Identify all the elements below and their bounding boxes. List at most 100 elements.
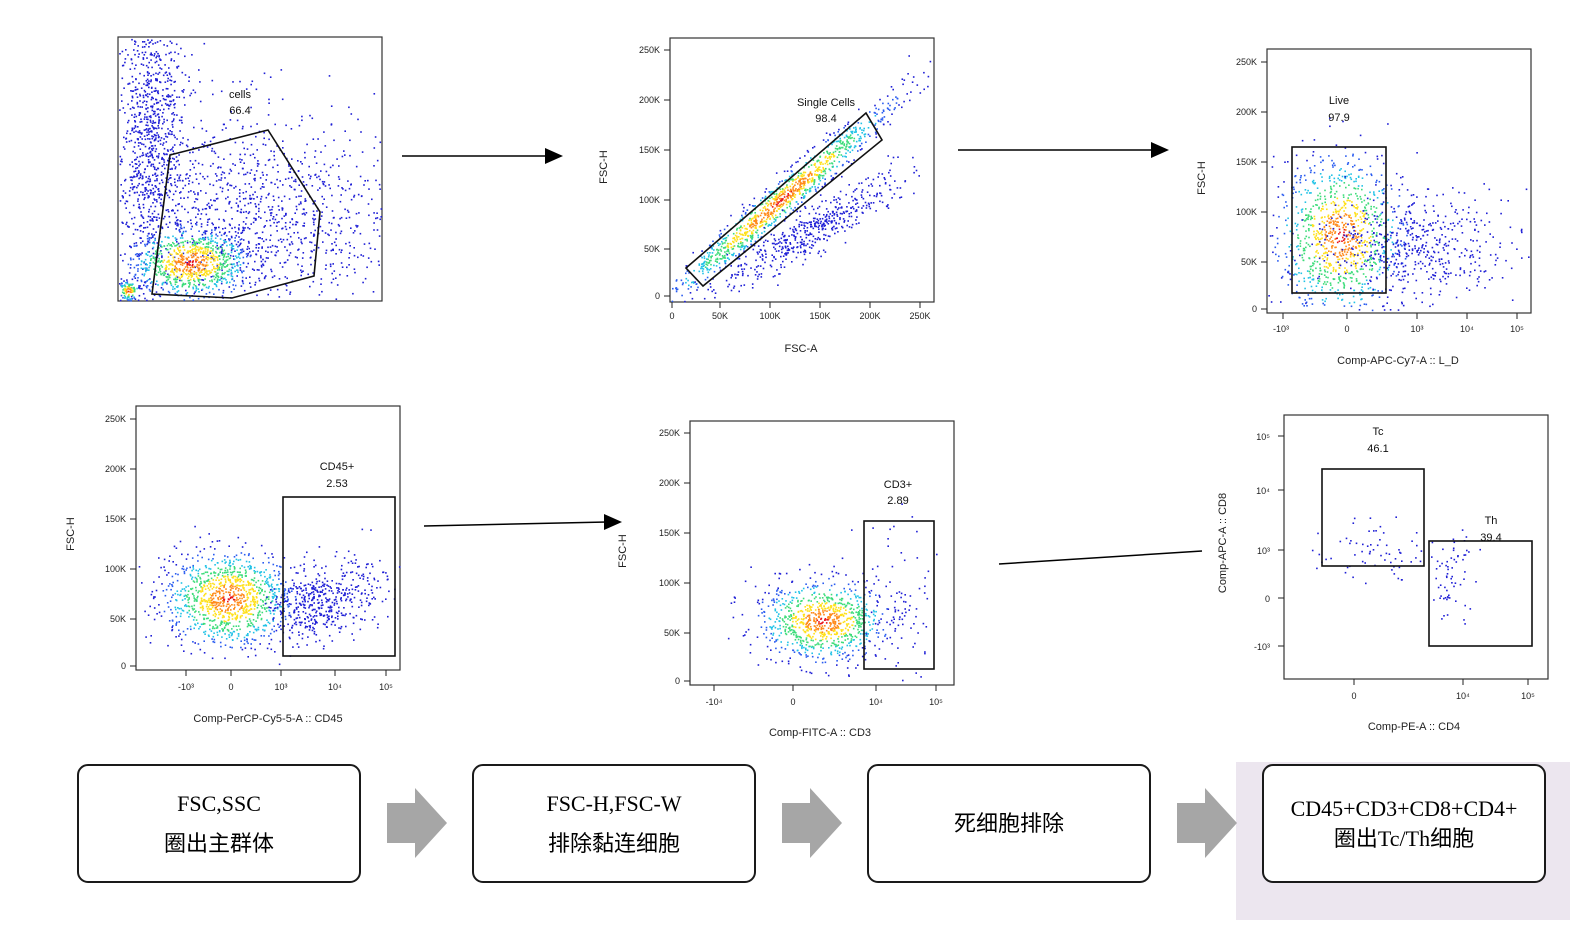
density-dot [710,263,712,266]
density-dot [195,275,198,278]
density-dot [767,240,769,242]
density-dot [245,277,247,279]
density-dot [147,251,149,253]
density-dot [135,242,138,244]
density-dot [710,259,712,262]
density-dot [284,261,287,264]
density-dot [131,62,134,65]
density-dot [913,171,915,174]
density-dot [126,200,129,203]
density-dot [1347,162,1350,164]
density-dot [261,246,263,248]
density-dot [719,229,722,232]
density-dot [781,246,784,248]
density-dot [262,174,264,176]
density-dot [145,104,148,106]
density-dot [373,147,376,149]
density-dot [179,237,182,239]
density-dot [1323,274,1326,276]
density-dot [244,183,247,185]
density-dot [1367,214,1370,216]
density-dot [134,273,137,276]
density-dot [350,227,352,229]
density-dot [225,279,227,281]
density-dot [304,156,306,159]
density-dot [172,288,174,290]
density-dot [173,243,175,245]
density-dot [157,73,159,75]
density-dot [323,181,326,183]
density-dot [151,234,154,237]
density-dot [158,116,160,119]
density-dot [858,222,860,224]
density-dot [220,252,223,255]
density-dot [1370,245,1372,248]
density-dot [141,175,144,177]
density-dot [321,195,323,198]
density-dot [1319,256,1321,258]
density-dot [181,284,184,286]
density-dot [1389,231,1392,233]
density-dot [272,166,274,169]
density-dot [801,194,804,196]
density-dot [177,65,180,68]
density-dot [249,286,252,288]
density-dot [160,137,163,139]
density-dot [783,199,786,202]
density-dot [1337,177,1339,180]
density-dot [171,209,174,211]
density-dot [855,209,858,211]
density-dot [182,282,185,285]
density-dot [873,195,876,197]
density-dot [1335,261,1337,264]
density-dot [765,218,768,221]
density-dot [1380,224,1383,227]
density-dot [1378,296,1381,298]
density-dot [176,114,178,116]
density-dot [1379,266,1382,269]
gate-cells-value: 66.4 [229,105,250,117]
density-dot [134,41,137,43]
density-dot [195,173,197,175]
density-dot [741,203,744,206]
density-dot [139,142,142,144]
density-dot [321,180,324,183]
density-dot [841,225,843,228]
density-dot [843,212,845,214]
density-dot [814,186,816,188]
density-dot [154,253,157,255]
density-dot [229,153,232,156]
density-dot [222,264,224,267]
density-dot [819,194,822,196]
density-dot [813,183,815,186]
density-dot [720,232,722,235]
density-dot [784,239,787,241]
density-dot [135,163,138,165]
density-dot [146,121,149,124]
density-dot [1337,297,1339,300]
density-dot [131,288,133,290]
density-dot [1319,195,1322,198]
density-dot [725,236,728,239]
density-dot [1319,156,1322,158]
density-dot [1378,261,1381,263]
density-dot [184,273,187,275]
density-dot [206,204,208,206]
density-dot [125,137,128,140]
density-dot [789,200,791,203]
density-dot [826,152,829,154]
density-dot [159,100,162,102]
density-dot [778,205,781,207]
density-dot [150,205,152,208]
density-dot [1330,195,1332,197]
density-dot [193,166,195,169]
density-dot [121,282,123,285]
density-dot [149,278,151,280]
density-dot [180,258,182,261]
density-dot [836,156,839,159]
density-dot [769,224,771,227]
density-dot [197,213,199,215]
density-dot [1311,180,1314,183]
density-dot [839,137,841,140]
density-dot [174,237,177,239]
